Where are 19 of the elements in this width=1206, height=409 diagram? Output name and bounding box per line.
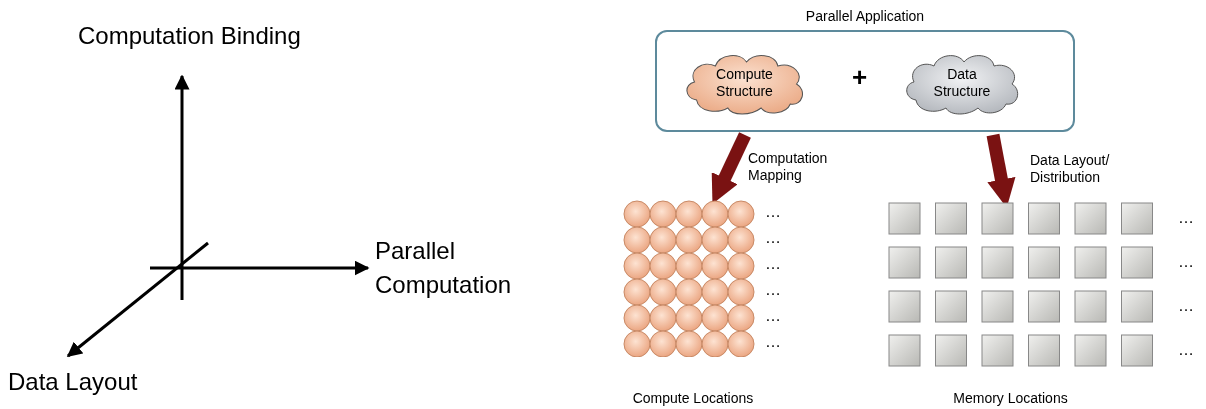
axis-label: Computation Binding — [78, 22, 301, 50]
node-label: Compute Locations — [631, 390, 755, 406]
ellipsis: … — [1178, 209, 1194, 227]
ellipsis: … — [1178, 253, 1194, 271]
square-grid — [888, 202, 1153, 367]
plus-sign: + — [852, 62, 868, 93]
ellipsis: … — [765, 281, 781, 299]
node-label: Memory Locations — [952, 390, 1069, 406]
ellipsis: … — [765, 307, 781, 325]
ellipsis: … — [765, 229, 781, 247]
ellipsis: … — [765, 333, 781, 351]
axis-label: Parallel Computation — [375, 236, 513, 300]
ellipsis: … — [765, 203, 781, 221]
circle-grid — [623, 200, 758, 357]
group-title: Parallel Application — [804, 8, 926, 24]
axis-label: Data Layout — [8, 368, 138, 396]
ellipsis: … — [1178, 297, 1194, 315]
ellipsis: … — [1178, 341, 1194, 359]
ellipsis: … — [765, 255, 781, 273]
